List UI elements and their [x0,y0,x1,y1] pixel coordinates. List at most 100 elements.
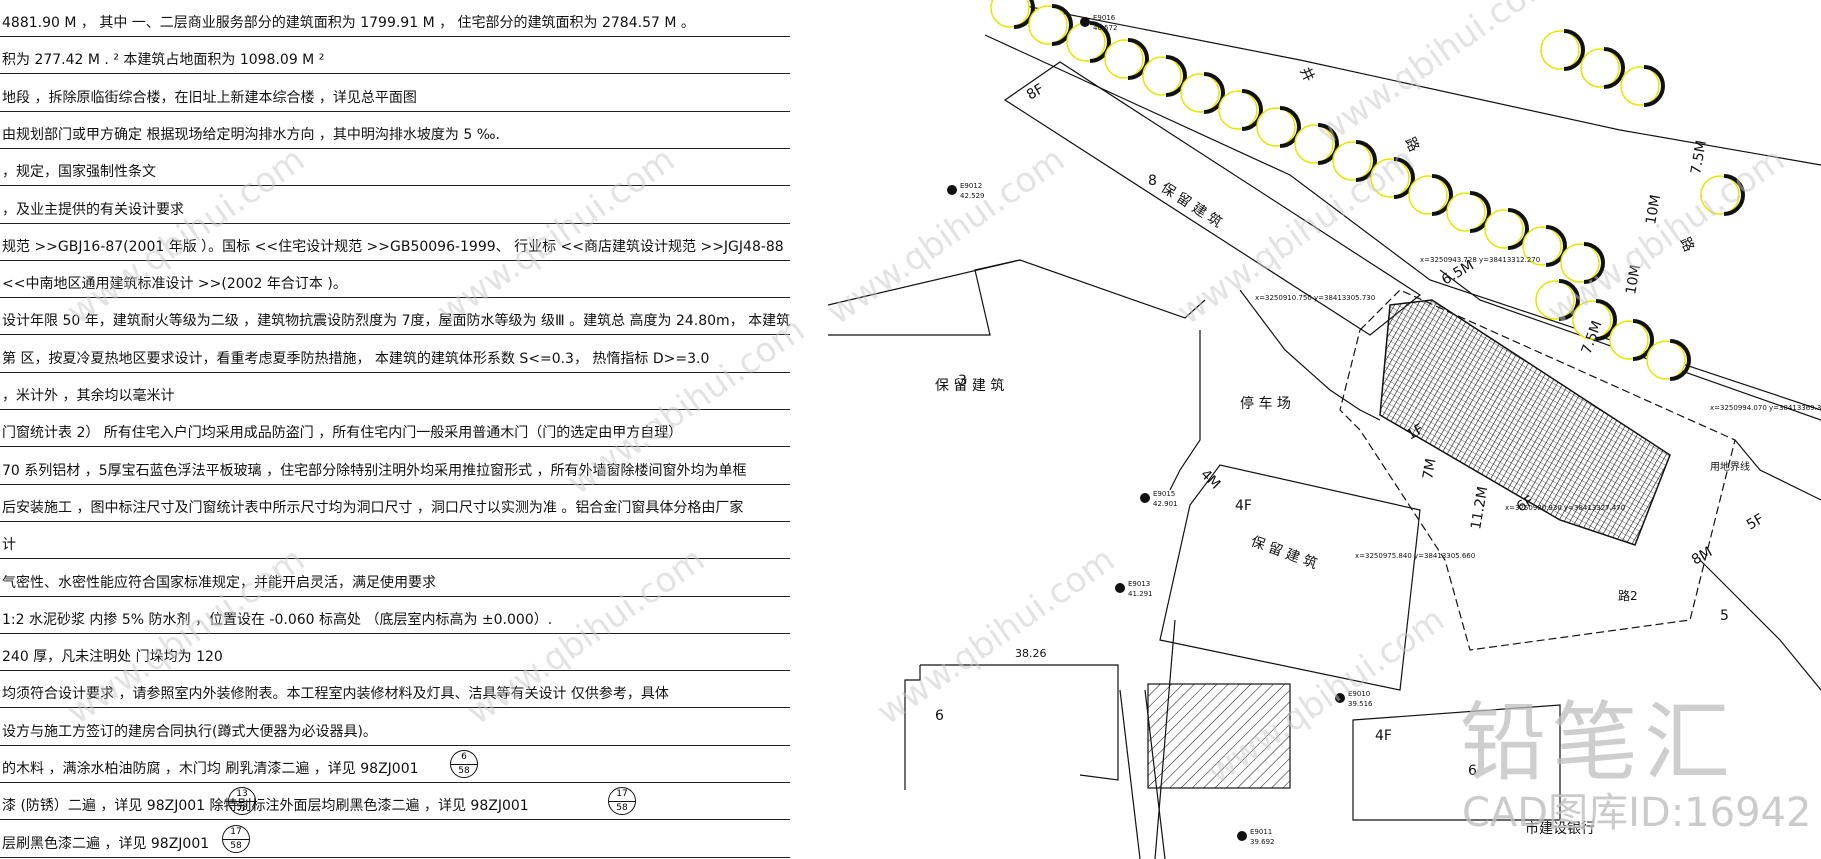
detail-ref-num: 17 [609,788,635,803]
tree-icon [1142,56,1182,96]
note-text: 门窗统计表 2） 所有住宅入户门均采用成品防盗门 ，所有住宅内门一般采用普通木门… [2,425,683,442]
tree-icon [1484,209,1524,249]
dim-4m: 4M [1197,467,1223,493]
note-row: 设计年限 50 年，建筑耐火等级为二级 ，建筑物抗震设防烈度为 7度，屋面防水等… [0,298,791,336]
note-row: 地段 ，拆除原临街综合楼，在旧址上新建本综合楼 ，详见总平面图 [0,75,790,112]
benchmark-id: E9012 [960,182,982,190]
tree-shadow [1545,225,1567,267]
benchmarks: E901242.529E901542.901E901341.291E901039… [947,14,1373,846]
note-text: 的木料 ，满涂水柏油防腐 ，木门均 刷乳清漆二遍 ，详见 98ZJ001 [2,761,419,777]
note-row: 规范 >>GBJ16-87(2001 年版 ）。国标 <<住宅设计规范 >>GB… [0,224,790,261]
library-id-watermark: CAD图库ID:16942 [1462,790,1812,836]
detail-ref-num: 6 [451,751,477,765]
site-boundary [1339,289,1736,651]
street-edge-curb [1439,269,1821,421]
tree-shadow [1089,21,1111,63]
property-line-label: 用地界线 [1710,460,1750,473]
coord-2: x=3250975.840 y=38413305.660 [1355,552,1475,560]
note-row: 240 厚，凡未注明处 门垛均为 120 [0,634,790,672]
parking-label: 停 车 场 [1240,395,1291,412]
floors-1f: 1F [1404,421,1427,443]
note-text: 地段 ，拆除原临街综合楼，在旧址上新建本综合楼 ，详见总平面图 [2,89,417,106]
benchmark-dot [947,185,957,195]
tree-shadow [1563,29,1585,71]
tree-shadow [1127,38,1149,80]
note-text: 漆 (防锈）二遍 ，详见 98ZJ001 除特别标注外面层均刷黑色漆二遍 ，详见… [2,798,529,815]
tree-icon [1408,175,1448,215]
tree-shadow [1507,208,1529,250]
coord-4: x=3250980.930 y=38413327.470 [1505,504,1625,512]
benchmark-elev: 39.516 [1348,700,1373,708]
retained-building-left [828,259,1206,319]
tree-icon [1620,66,1660,106]
floors-5f: 5F [1744,511,1767,533]
tree-shadow [1469,191,1491,233]
note-row: 70 系列铝材 ，5厚宝石蓝色浮法平板玻璃 ，住宅部分除特别注明外均采用推拉窗形… [0,448,790,485]
tree-icon [1180,73,1220,113]
tree-shadow [1603,47,1625,89]
note-row: 4881.90 M ， 其中 一、二层商业服务部分的建筑面积为 1799.91 … [0,0,790,37]
note-text: 70 系列铝材 ，5厚宝石蓝色浮法平板玻璃 ，住宅部分除特别注明外均采用推拉窗形… [2,462,747,479]
street-char-1: 井 [1296,65,1316,84]
tree-icon [1560,243,1600,283]
benchmark-id: E9013 [1128,580,1150,588]
tree-shadow [1317,123,1339,165]
retained-building-4f [1159,464,1421,691]
note-row: ，米计外 ，其余均以毫米计 [0,373,790,410]
bank-label: 市建设银行 [1525,820,1595,837]
parking-boundary [1239,289,1381,421]
tree-icon [1700,175,1740,215]
note-row: 后安装施工 ，图中标注尺寸及门窗统计表中所示尺寸均为洞口尺寸 ，洞口尺寸以实测为… [0,485,790,522]
note-text: 气密性、水密性能应符合国家标准规定，并能开启灵活，满足使用要求 [2,574,436,591]
note-text: 计 [2,537,16,554]
brand-watermark: 铅笔汇 [1460,693,1736,793]
note-row: 漆 (防锈）二遍 ，详见 98ZJ001 除特别标注外面层均刷黑色漆二遍 ，详见… [0,783,790,821]
note-row: 第 区，按夏冷夏热地区要求设计，看重考虑夏季防热措施， 本建筑的建筑体形系数 S… [0,336,790,373]
street-char-2: 路 [1401,135,1421,154]
note-text: 设计年限 50 年，建筑耐火等级为二级 ，建筑物抗震设防烈度为 7度，屋面防水等… [2,313,791,330]
benchmark-dot [1080,17,1090,27]
coord-3: x=3250943.728 y=38413312.270 [1420,256,1540,264]
tree-icon [1218,90,1258,130]
floors-4f-a: 4F [1235,498,1252,514]
new-building-footprint [1379,299,1671,546]
retained-building-label-3: 保 留 建 筑 [1249,534,1320,573]
coord-5: x=3250994.070 y=38413369.310 [1710,404,1821,412]
detail-ref-sheet: 58 [230,840,242,851]
note-text: 层刷黑色漆二遍 ，详见 98ZJ001 [2,835,210,852]
hatched-building-6 [1147,683,1291,789]
tree-icon [1332,141,1372,181]
note-text: 积为 277.42 M . ² 本建筑占地面积为 1098.09 M ² [2,52,325,69]
design-notes-panel: 4881.90 M ， 其中 一、二层商业服务部分的建筑面积为 1799.91 … [0,0,790,859]
lot-8: 8 [1148,173,1157,189]
benchmark-dot [1237,831,1247,841]
dim-11-2m: 11.2M [1468,485,1491,530]
note-text: 240 厚，凡未注明处 门垛均为 120 [2,649,223,666]
tree-shadow [1203,72,1225,114]
lot-5: 5 [1720,608,1729,624]
note-row: 由规划部门或甲方确定 根据现场给定明沟排水方向 ，其中明沟排水坡度为 5 ‰. [0,112,790,149]
note-text: 1:2 水泥砂浆 内掺 5% 防水剂 ，位置设在 -0.060 标高处 （底层室… [2,611,553,628]
street-char-3: 路 [1676,235,1696,254]
note-row: ，及业主提供的有关设计要求 [0,187,790,224]
detail-ref-num: 13 [229,788,255,803]
tree-icon [1370,158,1410,198]
tree-icon [1580,48,1620,88]
note-text: 4881.90 M ， 其中 一、二层商业服务部分的建筑面积为 1799.91 … [2,15,695,31]
benchmark-elev: 41.291 [1128,590,1153,598]
tree-icon [1522,226,1562,266]
note-text: ，规定，国家强制性条文 [2,164,156,181]
note-row: <<中南地区通用建筑标准设计 >>(2002 年合订本 )。 [0,261,790,299]
lot-3: 3 [958,373,967,389]
tree-icon [1446,192,1486,232]
lot-6a: 6 [935,708,944,724]
tree-shadow [1393,157,1415,199]
note-row: 的木料 ，满涂水柏油防腐 ，木门均 刷乳清漆二遍 ，详见 98ZJ001 [0,746,790,783]
benchmark-id: E9016 [1093,14,1116,22]
dim-7m: 7M [1420,457,1439,480]
benchmark-id: E9011 [1250,828,1272,836]
note-text: ，及业主提供的有关设计要求 [2,201,184,218]
